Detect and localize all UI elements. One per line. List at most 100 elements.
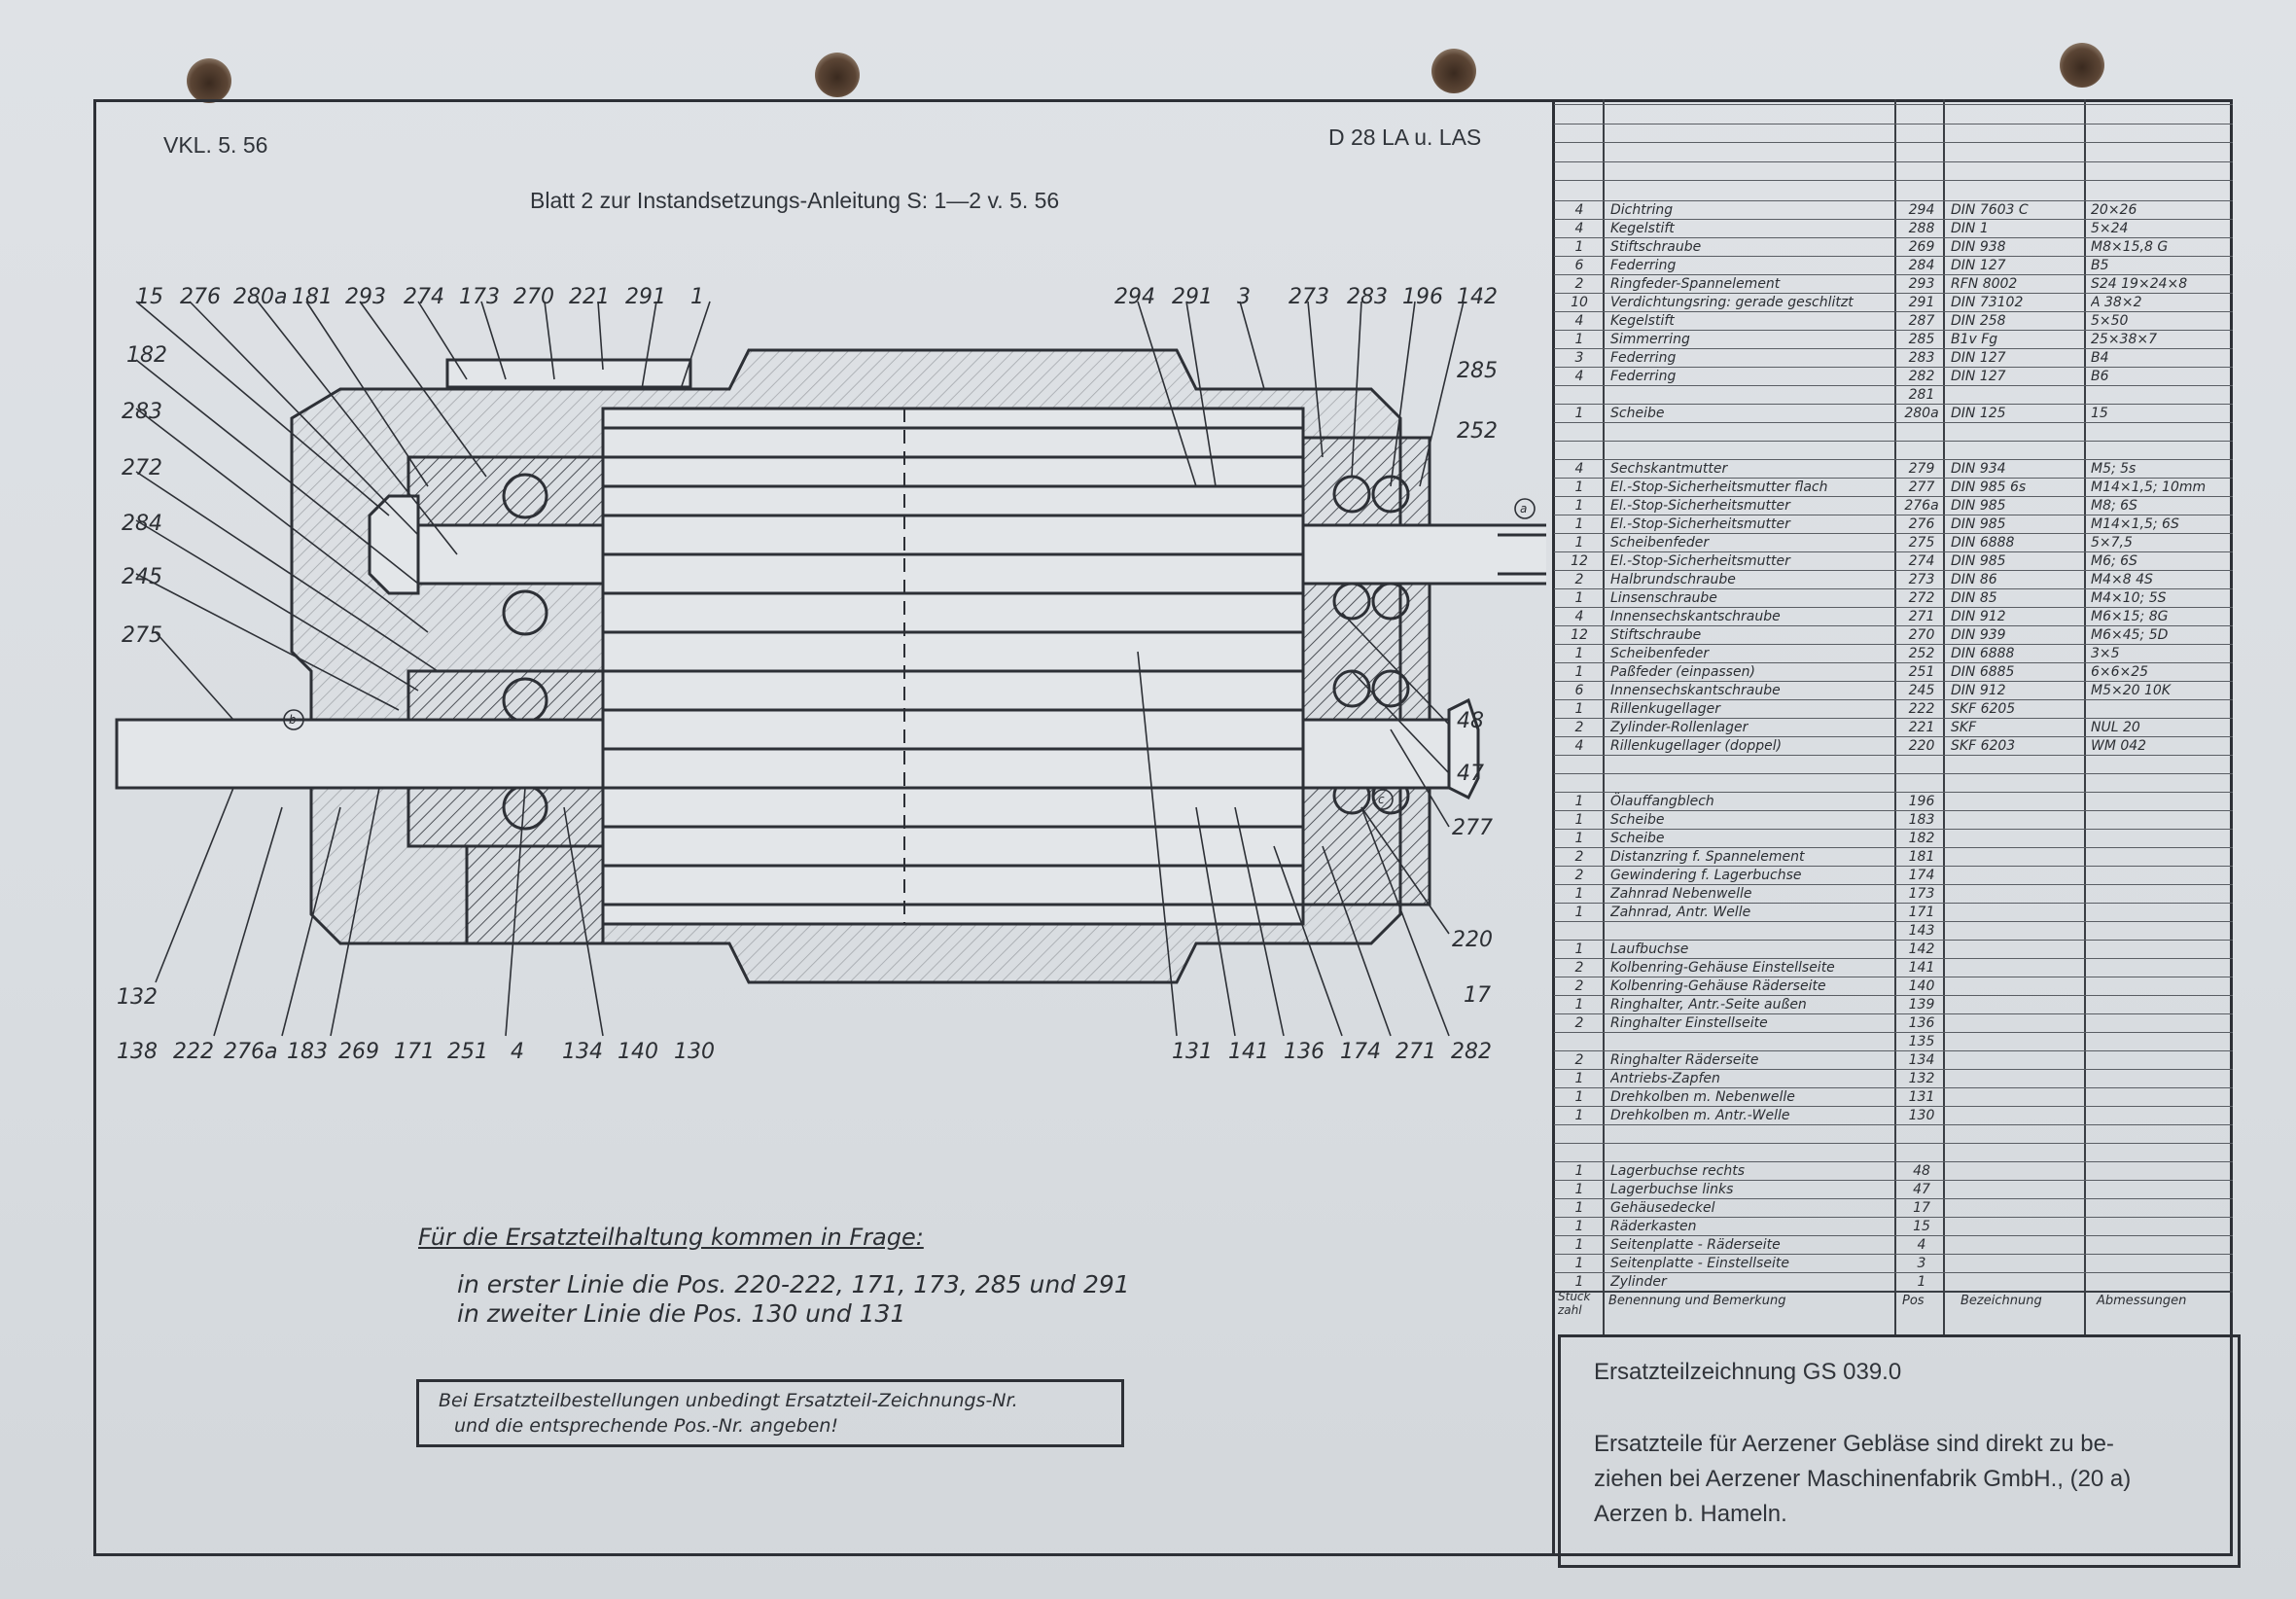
column-header-designation: Bezeichnung bbox=[1960, 1294, 2042, 1308]
cell-qty bbox=[1558, 1144, 1601, 1162]
cell-dimensions bbox=[2091, 941, 2231, 959]
cell-pos bbox=[1900, 423, 1943, 442]
cell-qty bbox=[1558, 922, 1601, 941]
cell-designation bbox=[1951, 386, 2083, 405]
cell-pos: 291 bbox=[1908, 295, 1935, 310]
order-note-line2: und die entsprechende Pos.-Nr. angeben! bbox=[454, 1415, 838, 1437]
cell-pos: 196 bbox=[1908, 794, 1935, 809]
cell-pos: 15 bbox=[1913, 1219, 1930, 1234]
cell-pos: 143 bbox=[1908, 923, 1935, 939]
cell-qty: 2 bbox=[1574, 960, 1584, 976]
callout-275: 275 bbox=[122, 623, 162, 648]
cell-pos: 276a bbox=[1904, 498, 1939, 514]
cell-pos: 273 bbox=[1908, 572, 1935, 587]
cell-designation: DIN 6885 bbox=[1951, 664, 2015, 680]
callout-277: 277 bbox=[1452, 816, 1493, 840]
cell-pos: 48 bbox=[1913, 1163, 1930, 1179]
cell-dimensions: 3×5 bbox=[2091, 646, 2120, 661]
cell-qty: 1 bbox=[1574, 794, 1584, 809]
cell-qty: 4 bbox=[1574, 202, 1584, 218]
cell-pos: 283 bbox=[1908, 350, 1935, 366]
cell-name: Scheibe bbox=[1610, 831, 1665, 846]
cell-designation bbox=[1951, 922, 2083, 941]
cell-name: Federring bbox=[1610, 350, 1677, 366]
cell-dimensions bbox=[2091, 793, 2231, 811]
cell-name: Seitenplatte - Räderseite bbox=[1610, 1237, 1781, 1253]
cell-pos: 130 bbox=[1908, 1108, 1935, 1123]
callout-285: 285 bbox=[1457, 359, 1498, 383]
cell-qty bbox=[1558, 386, 1601, 405]
cell-pos: 136 bbox=[1908, 1015, 1935, 1031]
table-row bbox=[1554, 422, 2233, 441]
cell-qty: 2 bbox=[1574, 1052, 1584, 1068]
cell-pos bbox=[1900, 1125, 1943, 1144]
table-empty-row bbox=[1554, 142, 2233, 160]
cell-name: El.-Stop-Sicherheitsmutter bbox=[1610, 553, 1790, 569]
cell-dimensions: S24 19×24×8 bbox=[2091, 276, 2188, 292]
cell-pos: 1 bbox=[1917, 1274, 1926, 1290]
cell-designation bbox=[1951, 1199, 2083, 1218]
table-row bbox=[1554, 1143, 2233, 1161]
cell-pos: 269 bbox=[1908, 239, 1935, 255]
cell-dimensions: NUL 20 bbox=[2091, 720, 2140, 735]
cell-designation bbox=[1951, 1051, 2083, 1070]
cell-designation bbox=[1951, 423, 2083, 442]
cell-name: Ringhalter, Antr.-Seite außen bbox=[1610, 997, 1807, 1013]
cell-name bbox=[1610, 1144, 1892, 1162]
callout-134: 134 bbox=[562, 1040, 603, 1064]
cell-qty: 1 bbox=[1574, 831, 1584, 846]
callout-196: 196 bbox=[1402, 285, 1443, 309]
punch-hole bbox=[187, 58, 231, 103]
cell-qty: 1 bbox=[1574, 646, 1584, 661]
punch-hole bbox=[815, 53, 860, 97]
cell-dimensions: 5×50 bbox=[2091, 313, 2129, 329]
callout-3: 3 bbox=[1237, 285, 1251, 309]
cell-qty: 4 bbox=[1574, 738, 1584, 754]
spare-parts-line1: in erster Linie die Pos. 220-222, 171, 1… bbox=[457, 1270, 1130, 1298]
callout-220: 220 bbox=[1452, 928, 1493, 952]
cell-designation: DIN 7603 C bbox=[1951, 202, 2029, 218]
cell-dimensions: M14×1,5; 10mm bbox=[2091, 480, 2207, 495]
cell-name: Zahnrad, Antr. Welle bbox=[1610, 905, 1751, 920]
cell-dimensions bbox=[2091, 830, 2231, 848]
cell-designation: RFN 8002 bbox=[1951, 276, 2018, 292]
cell-name: Räderkasten bbox=[1610, 1219, 1697, 1234]
cell-name: Kolbenring-Gehäuse Räderseite bbox=[1610, 978, 1826, 994]
circle-mark-a: a bbox=[1520, 502, 1527, 515]
callout-245: 245 bbox=[122, 565, 162, 589]
cell-name: Paßfeder (einpassen) bbox=[1610, 664, 1755, 680]
cell-pos: 3 bbox=[1917, 1256, 1926, 1271]
cell-dimensions: 6×6×25 bbox=[2091, 664, 2149, 680]
callout-272: 272 bbox=[122, 456, 162, 480]
cell-name: Scheibenfeder bbox=[1610, 535, 1710, 551]
cell-qty bbox=[1558, 1125, 1601, 1144]
cell-dimensions bbox=[2091, 867, 2231, 885]
cell-qty: 2 bbox=[1574, 276, 1584, 292]
cell-dimensions bbox=[2091, 1070, 2231, 1088]
cell-qty: 2 bbox=[1574, 849, 1584, 865]
callout-284: 284 bbox=[122, 512, 162, 536]
cell-qty: 2 bbox=[1574, 572, 1584, 587]
cell-qty bbox=[1558, 442, 1601, 460]
cell-qty: 1 bbox=[1574, 1274, 1584, 1290]
spare-parts-line2: in zweiter Linie die Pos. 130 und 131 bbox=[457, 1299, 906, 1328]
cell-designation: DIN 985 6s bbox=[1951, 480, 2027, 495]
cell-designation: DIN 985 bbox=[1951, 516, 2006, 532]
cell-name: Rillenkugellager bbox=[1610, 701, 1720, 717]
cell-designation bbox=[1951, 1273, 2083, 1292]
